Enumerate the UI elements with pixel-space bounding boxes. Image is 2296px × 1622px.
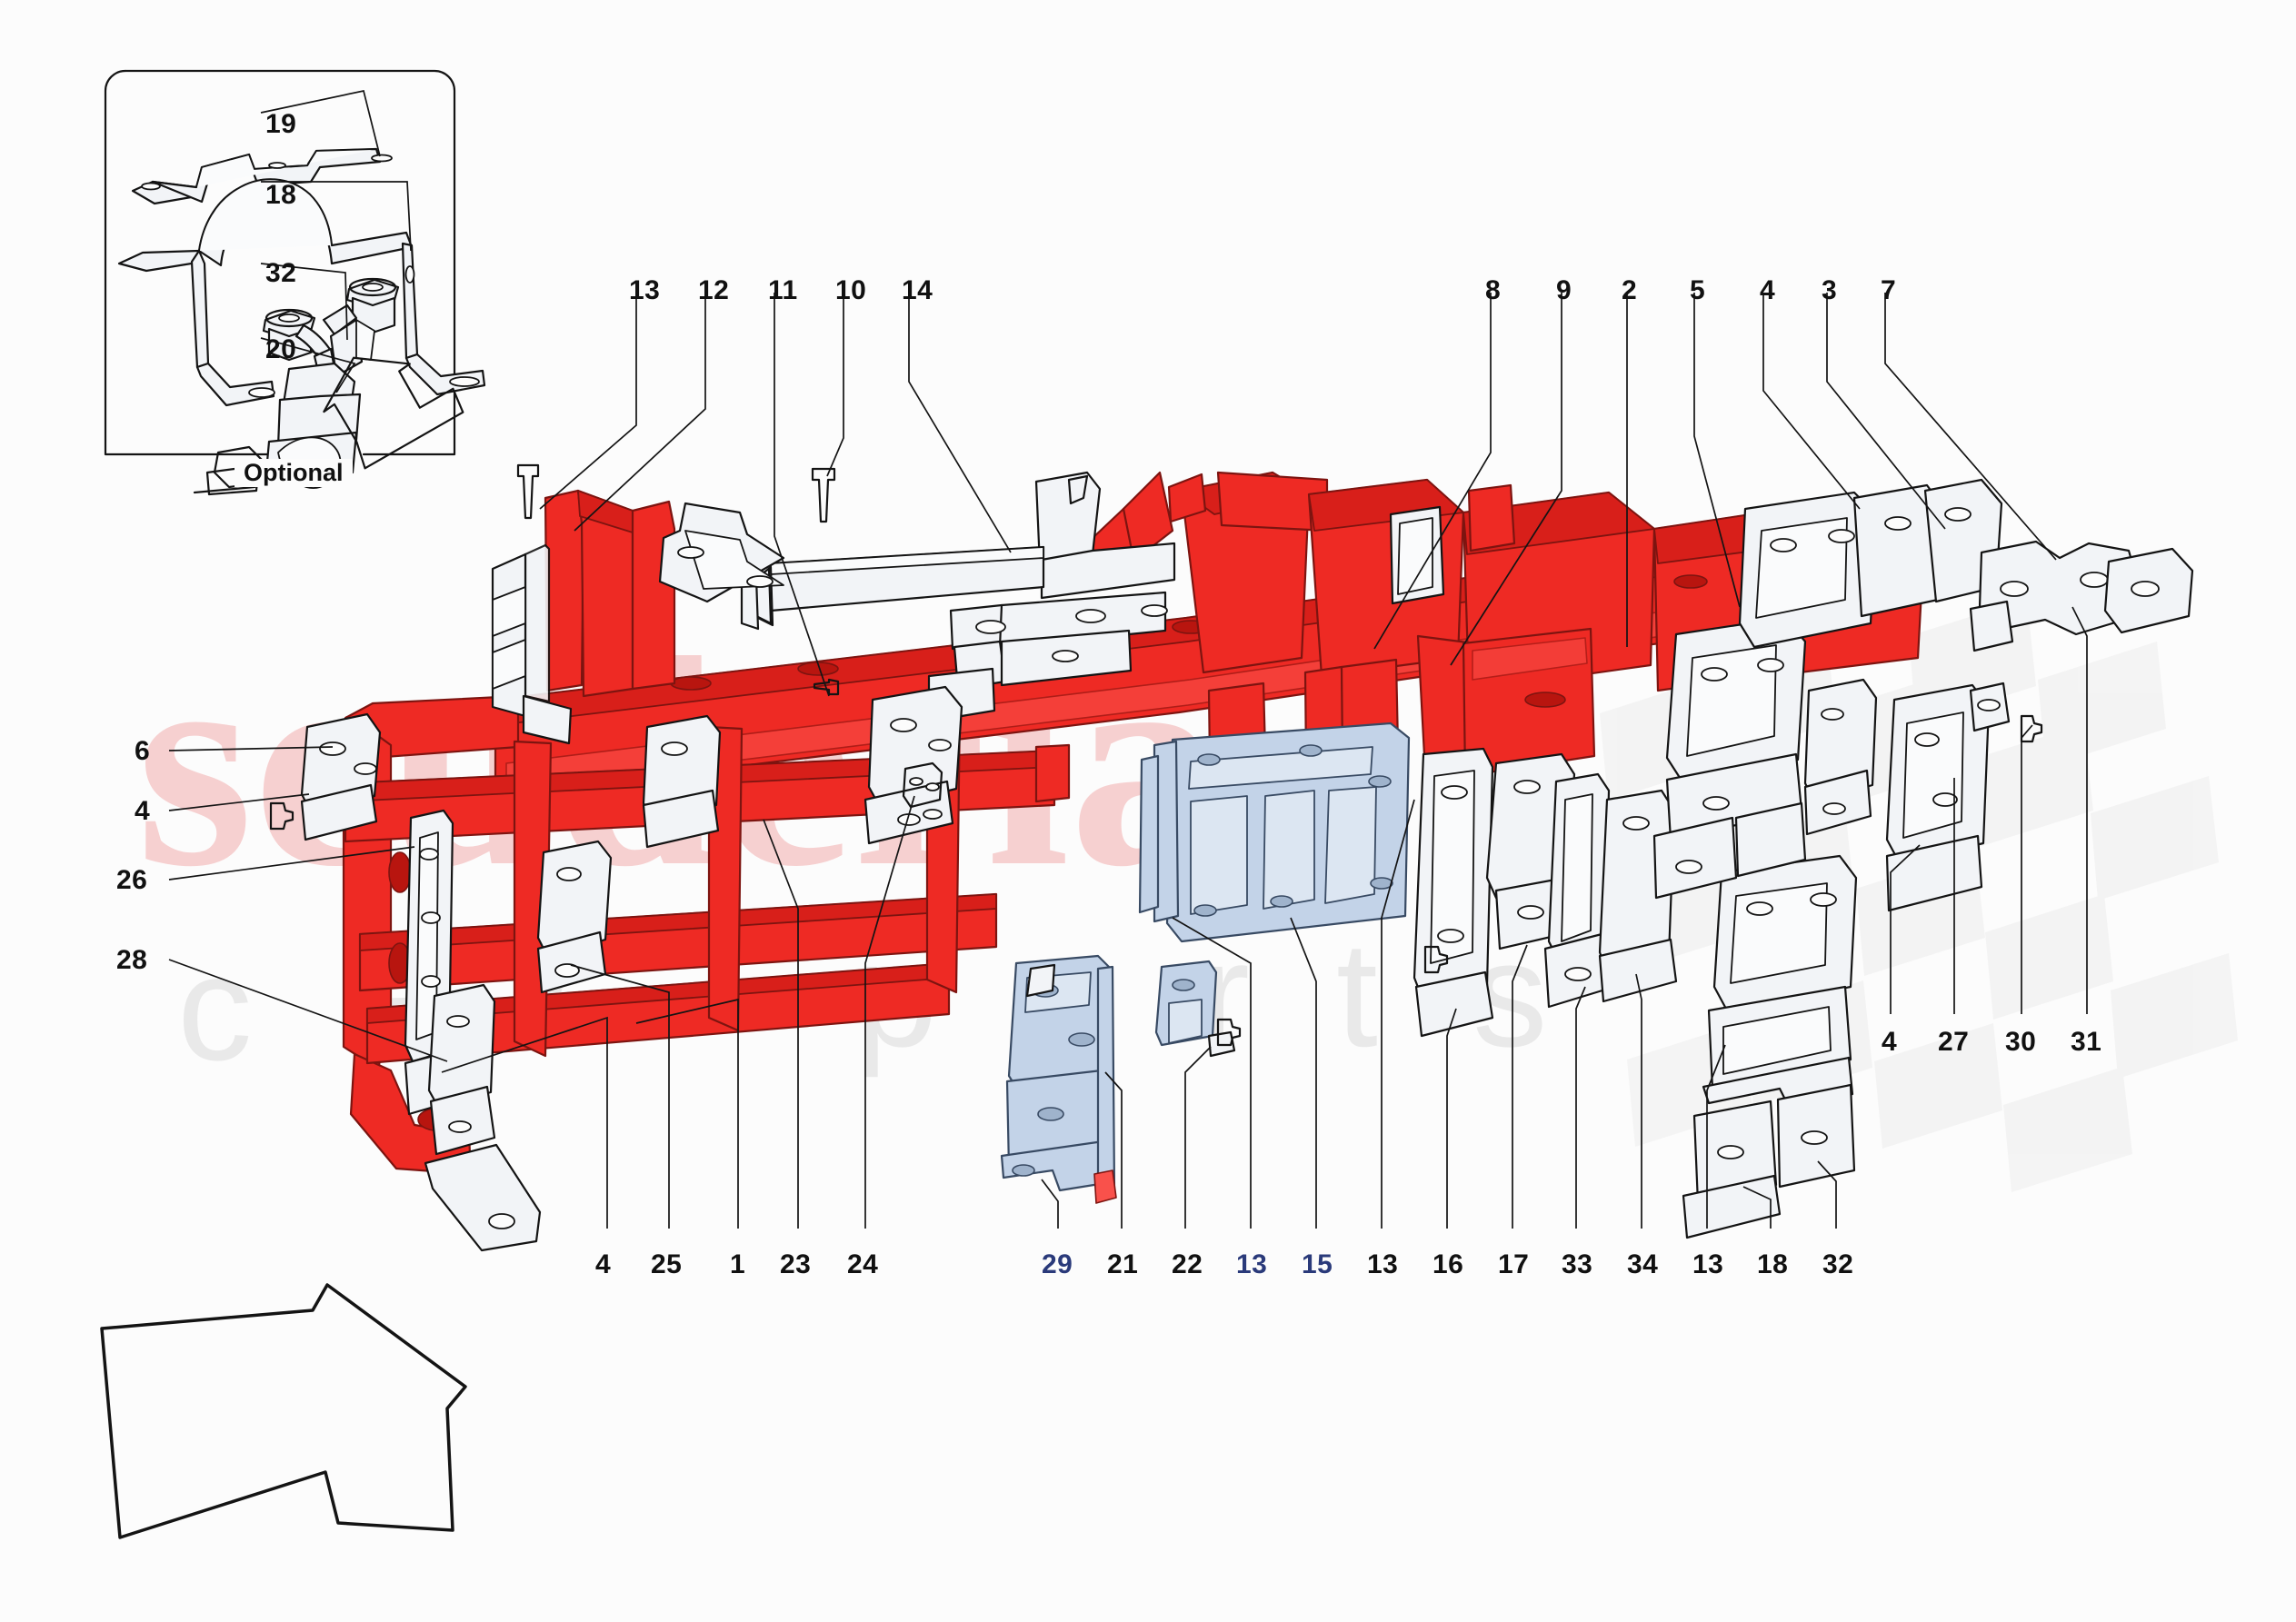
callout-bottom-33[interactable]: 33 (1562, 1249, 1593, 1279)
callout-top-10[interactable]: 10 (835, 275, 867, 305)
callout-left-4[interactable]: 4 (135, 796, 151, 826)
callout-right-30[interactable]: 30 (2005, 1027, 2037, 1057)
callout-top-8[interactable]: 8 (1485, 275, 1502, 305)
callout-bottom-1[interactable]: 1 (730, 1249, 746, 1279)
blue-panel-15 (1165, 721, 1411, 943)
white-support-23 (642, 685, 963, 849)
callout-bottom-15[interactable]: 15 (1302, 1249, 1333, 1279)
callout-bottom-21[interactable]: 21 (1107, 1249, 1139, 1279)
white-bracket-18-group (1682, 854, 1858, 1239)
main-direction-arrow (100, 1283, 467, 1539)
callout-bottom-13c[interactable]: 13 (1692, 1249, 1724, 1279)
callout-top-7[interactable]: 7 (1881, 275, 1897, 305)
white-bracket-14 (756, 471, 1176, 723)
inset-frame (104, 69, 456, 456)
callout-inset-18[interactable]: 18 (265, 180, 297, 210)
white-bracket-3 (1738, 478, 2003, 649)
white-bracket-10 (658, 502, 785, 603)
callout-bottom-24[interactable]: 24 (847, 1249, 879, 1279)
callout-top-5[interactable]: 5 (1690, 275, 1706, 305)
blue-bracket-29 (1000, 954, 1117, 1204)
white-bracket-28 (424, 983, 542, 1252)
callout-left-28[interactable]: 28 (116, 945, 148, 975)
callout-top-3[interactable]: 3 (1822, 275, 1838, 305)
callout-top-11[interactable]: 11 (768, 275, 798, 305)
inset-part-19 (131, 147, 393, 205)
callout-left-6[interactable]: 6 (135, 736, 151, 766)
callout-top-4[interactable]: 4 (1760, 275, 1776, 305)
inset-part-18 (117, 178, 486, 407)
callout-bottom-4[interactable]: 4 (595, 1249, 612, 1279)
callout-bottom-13b[interactable]: 13 (1367, 1249, 1399, 1279)
inset-direction-arrow (323, 356, 464, 470)
callout-right-4[interactable]: 4 (1882, 1027, 1898, 1057)
callout-top-9[interactable]: 9 (1556, 275, 1572, 305)
callout-right-31[interactable]: 31 (2071, 1027, 2102, 1057)
optional-caption: Optional (235, 459, 353, 487)
callout-bottom-17[interactable]: 17 (1498, 1249, 1530, 1279)
callout-top-12[interactable]: 12 (698, 275, 730, 305)
callout-bottom-18[interactable]: 18 (1757, 1249, 1789, 1279)
callout-bottom-29[interactable]: 29 (1042, 1249, 1073, 1279)
white-bracket-5 (1652, 616, 1807, 900)
callout-top-2[interactable]: 2 (1622, 275, 1638, 305)
blue-bracket-13a (1138, 740, 1180, 923)
white-hinge-7 (1969, 540, 2194, 652)
fasteners (269, 463, 2043, 1047)
leader-lines (168, 89, 2088, 1229)
callout-right-27[interactable]: 27 (1938, 1027, 1970, 1057)
white-bracket-right-stack (1803, 678, 1878, 836)
callout-inset-32[interactable]: 32 (265, 258, 297, 288)
white-bracket-27 (1885, 682, 2011, 912)
callout-top-14[interactable]: 14 (902, 275, 933, 305)
callout-bottom-13a[interactable]: 13 (1236, 1249, 1268, 1279)
callout-bottom-16[interactable]: 16 (1433, 1249, 1464, 1279)
white-bracket-21 (1025, 963, 1056, 998)
inset-part-32 (262, 277, 400, 389)
callout-bottom-34[interactable]: 34 (1627, 1249, 1659, 1279)
callout-bottom-32[interactable]: 32 (1822, 1249, 1854, 1279)
white-bracket-25 (536, 840, 613, 994)
callout-inset-20[interactable]: 20 (265, 334, 297, 364)
callout-bottom-22[interactable]: 22 (1172, 1249, 1203, 1279)
callout-top-13[interactable]: 13 (629, 275, 661, 305)
white-bracket-16 (1413, 747, 1494, 1038)
callout-bottom-25[interactable]: 25 (651, 1249, 683, 1279)
white-bracket-6 (300, 712, 382, 841)
blue-bracket-22 (1154, 960, 1236, 1058)
callout-inset-19[interactable]: 19 (265, 109, 297, 139)
callout-bottom-23[interactable]: 23 (780, 1249, 812, 1279)
callout-left-26[interactable]: 26 (116, 865, 148, 895)
